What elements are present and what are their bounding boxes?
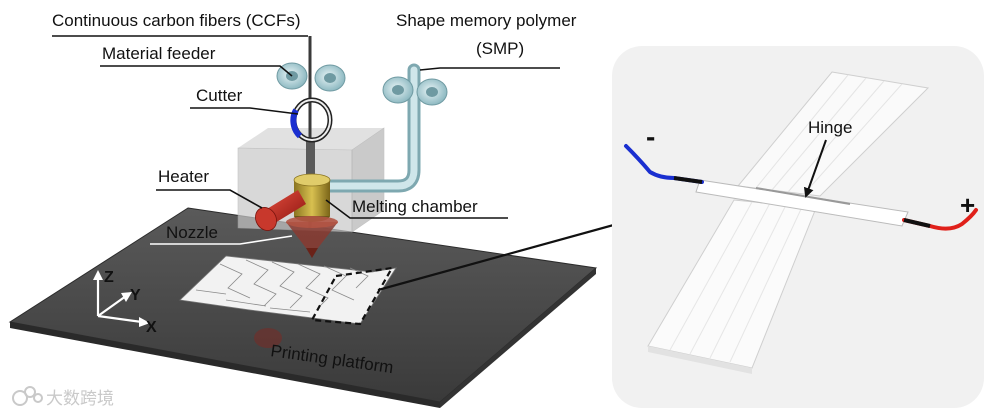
label-negative: - — [646, 121, 655, 152]
printed-structure — [179, 255, 397, 326]
label-ccf: Continuous carbon fibers (CCFs) — [52, 11, 308, 37]
svg-text:(SMP): (SMP) — [476, 39, 524, 58]
cutter — [290, 97, 333, 143]
smp-feed-tube — [317, 63, 421, 193]
axis-y-label: Y — [130, 287, 141, 304]
label-hinge: Hinge — [808, 118, 852, 137]
inset-panel — [612, 46, 984, 408]
label-cutter: Cutter — [190, 86, 299, 115]
nozzle — [286, 216, 338, 258]
label-material-feeder: Material feeder — [100, 44, 293, 77]
smp-feeder-rollers — [382, 76, 448, 106]
heater-rod — [255, 190, 306, 231]
watermark: 大数跨境 — [12, 386, 114, 409]
label-heater: Heater — [156, 167, 263, 209]
svg-text:Melting chamber: Melting chamber — [352, 197, 478, 216]
label-melting-chamber: Melting chamber — [325, 197, 508, 219]
fiber-guide — [306, 140, 315, 180]
axes-indicator: Z Y X — [93, 269, 157, 336]
svg-text:Nozzle: Nozzle — [166, 223, 218, 242]
svg-text:Heater: Heater — [158, 167, 209, 186]
axis-z-label: Z — [104, 269, 114, 286]
svg-text:Material feeder: Material feeder — [102, 44, 216, 63]
watermark-logo-icon — [12, 386, 43, 406]
svg-text:Shape memory polymer: Shape memory polymer — [396, 11, 577, 30]
svg-text:Continuous carbon fibers (CCFs: Continuous carbon fibers (CCFs) — [52, 11, 300, 30]
label-nozzle: Nozzle — [150, 223, 293, 245]
axis-x-label: X — [146, 319, 157, 336]
label-positive: + — [960, 190, 975, 220]
svg-text:大数跨境: 大数跨境 — [46, 389, 114, 409]
svg-text:Cutter: Cutter — [196, 86, 243, 105]
label-smp: Shape memory polymer (SMP) — [396, 11, 577, 71]
